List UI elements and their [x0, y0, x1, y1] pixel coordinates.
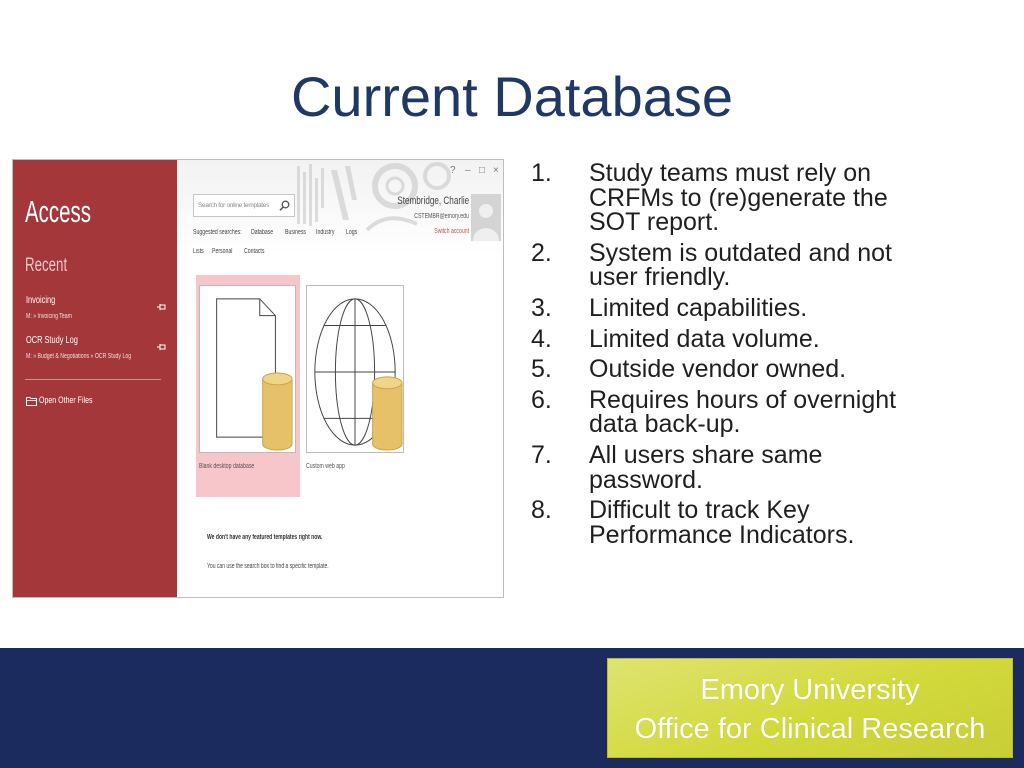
list-text: Limited data volume. [589, 324, 820, 353]
template-thumbnail [306, 285, 404, 453]
header-decoration [297, 162, 451, 232]
recent-item-path: M: » Invoicing Team [26, 313, 72, 320]
office-name: Office for Clinical Research [634, 713, 986, 745]
suggested-search-logs[interactable]: Logs [346, 229, 358, 236]
list-number: 5. [531, 355, 552, 384]
institution-name: Emory University [700, 674, 920, 706]
sidebar-divider [25, 379, 161, 380]
recent-heading: Recent [25, 255, 68, 276]
help-button[interactable]: ? [450, 165, 456, 176]
pin-icon[interactable] [157, 343, 166, 351]
account-email: CSTEMBR@emory.edu [414, 213, 469, 220]
list-item: 2. System is outdated and not user friend… [531, 238, 931, 292]
template-label: Custom web app [306, 463, 345, 470]
user-avatar-icon[interactable] [471, 194, 501, 241]
list-text: Difficult to track Key Performance Indic… [589, 496, 855, 549]
list-item: 6. Requires hours of overnight data back-… [531, 385, 931, 439]
suggested-search-contacts[interactable]: Contacts [244, 248, 265, 255]
list-text: Limited capabilities. [589, 293, 808, 322]
list-item: 4. Limited data volume. [531, 324, 931, 353]
minimize-button[interactable]: – [465, 165, 471, 176]
restore-button[interactable]: □ [479, 165, 486, 176]
recent-item-name: Invoicing [26, 295, 56, 306]
search-icon[interactable] [279, 200, 290, 211]
app-name: Access [25, 194, 91, 229]
pin-icon[interactable] [157, 303, 166, 311]
list-item: 7. All users share same password. [531, 440, 931, 494]
institution-badge: Emory University Office for Clinical Res… [607, 658, 1013, 758]
switch-account-link[interactable]: Switch account [434, 228, 469, 235]
list-number: 1. [531, 159, 552, 187]
account-name: Stembridge, Charlie [397, 195, 469, 207]
list-number: 8. [531, 496, 552, 525]
list-number: 4. [531, 324, 552, 353]
slide-title: Current Database [290, 65, 733, 128]
folder-open-icon [26, 397, 37, 406]
template-blank-desktop-database[interactable]: Blank desktop database [196, 275, 300, 497]
open-other-files-label: Open Other Files [39, 395, 93, 406]
suggested-searches-label: Suggested searches: [193, 229, 242, 236]
suggested-search-industry[interactable]: Industry [316, 229, 335, 236]
blank-database-icon [216, 298, 293, 451]
list-number: 6. [531, 385, 552, 414]
web-app-globe-icon [314, 298, 403, 451]
list-text: Requires hours of overnight data back-up… [589, 385, 897, 439]
issues-list: 1. Study teams must rely on CRFMs to (re)… [531, 161, 931, 553]
access-screenshot: Access Recent Invoicing M: » Invoicing T… [12, 159, 504, 598]
template-thumbnail [199, 285, 296, 453]
list-text: System is outdated and not user friendly… [589, 238, 892, 292]
list-text: All users share same password. [589, 440, 823, 494]
list-text: Outside vendor owned. [589, 355, 847, 384]
list-text: Study teams must rely on CRFMs to (re)ge… [589, 159, 888, 237]
list-item: 8. Difficult to track Key Performance Ind… [531, 496, 931, 549]
suggested-search-business[interactable]: Business [285, 229, 307, 236]
recent-item-invoicing[interactable]: Invoicing M: » Invoicing Team [21, 292, 171, 326]
list-number: 2. [531, 238, 552, 267]
list-number: 3. [531, 293, 552, 322]
featured-templates-message: We don't have any featured templates rig… [207, 534, 323, 541]
list-item: 5. Outside vendor owned. [531, 357, 931, 382]
suggested-search-personal[interactable]: Personal [212, 248, 233, 255]
suggested-search-lists[interactable]: Lists [193, 248, 204, 255]
template-panel: ? – □ × Suggested searches: Database Bus… [177, 160, 503, 597]
recent-item-ocr-study-log[interactable]: OCR Study Log M: » Budget & Negotiations… [21, 332, 171, 366]
list-number: 7. [531, 440, 552, 469]
suggested-search-database[interactable]: Database [251, 229, 274, 236]
recent-item-path: M: » Budget & Negotiations » OCR Study L… [26, 353, 132, 360]
recent-item-name: OCR Study Log [26, 335, 78, 346]
template-label: Blank desktop database [199, 463, 255, 470]
featured-templates-hint: You can use the search box to find a spe… [207, 563, 329, 570]
access-sidebar: Access Recent Invoicing M: » Invoicing T… [13, 160, 177, 597]
search-input[interactable] [194, 195, 278, 216]
template-search [193, 194, 295, 217]
list-item: 1. Study teams must rely on CRFMs to (re)… [531, 161, 931, 235]
close-button[interactable]: × [493, 165, 499, 176]
template-custom-web-app[interactable]: Custom web app [303, 275, 407, 497]
open-other-files-button[interactable]: Open Other Files [23, 393, 143, 409]
list-item: 3. Limited capabilities. [531, 296, 931, 321]
